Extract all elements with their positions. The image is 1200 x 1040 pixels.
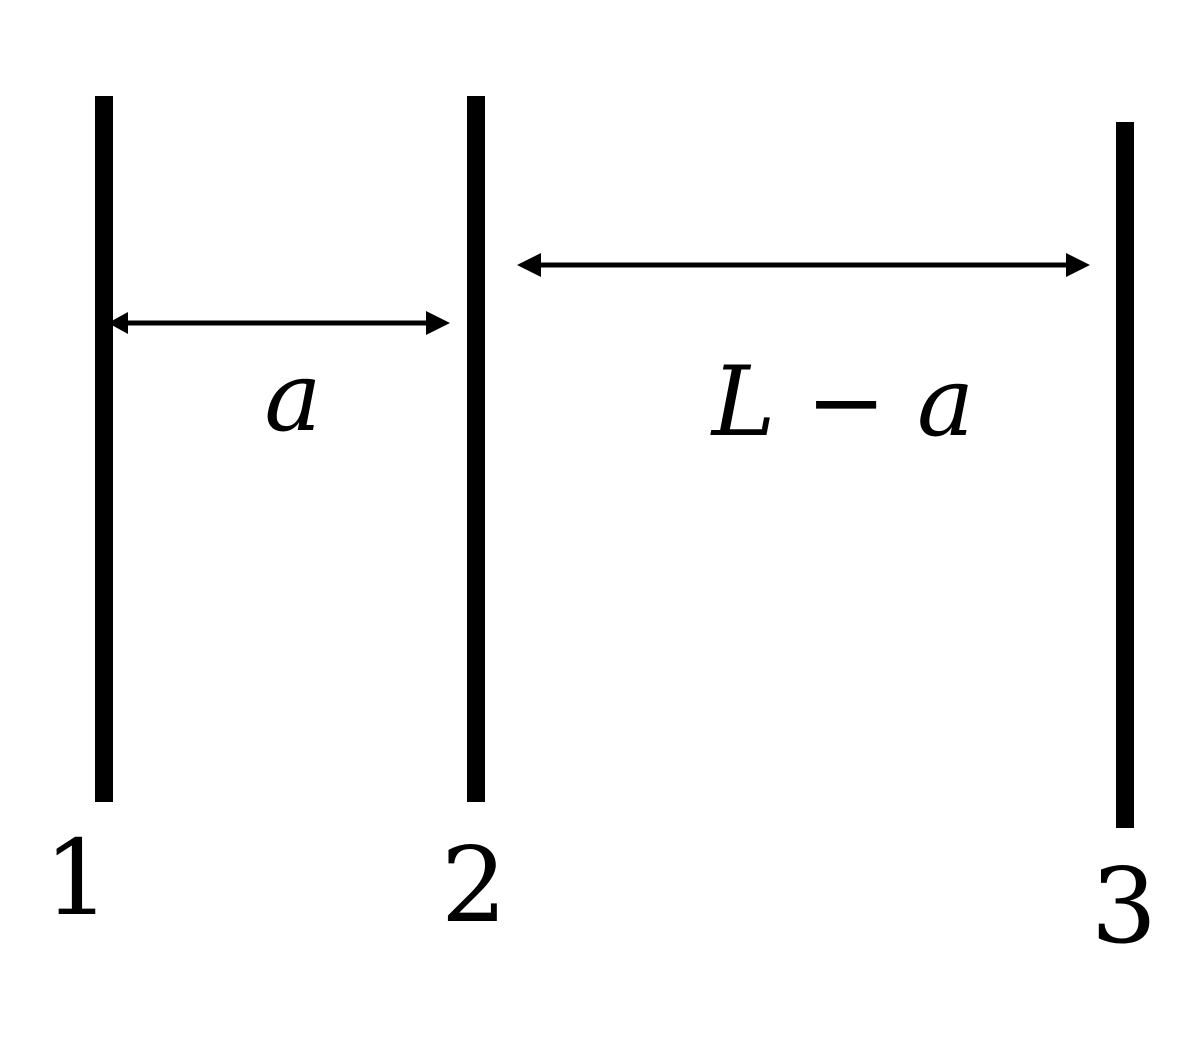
plate-3-number: 3 [1091, 845, 1157, 967]
arrowhead-left [108, 312, 128, 334]
plate-1-number: 1 [44, 817, 110, 939]
arrowhead-left [517, 253, 541, 277]
plate-2-number: 2 [441, 824, 507, 946]
arrowhead-right [426, 311, 450, 335]
gap-l-minus-a-arrow [517, 253, 1090, 277]
gap-l-minus-a-label: L − a [710, 346, 974, 458]
gap-a-arrow [108, 311, 450, 335]
arrowhead-right [1066, 253, 1090, 277]
gap-a-label: a [264, 341, 321, 453]
